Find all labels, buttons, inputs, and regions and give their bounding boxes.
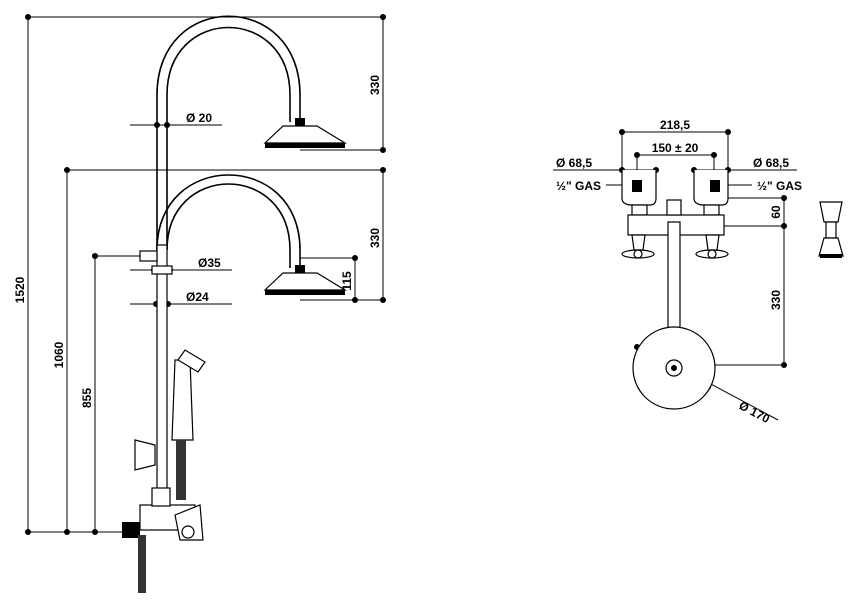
left-elevation-view: 1520 1060 855 330 330 115 Ø 20 Ø35 Ø24 — [13, 14, 386, 593]
lower-shower-head — [263, 265, 348, 295]
head-offset-label: 115 — [340, 271, 354, 291]
body-offset-label: 60 — [769, 205, 783, 219]
dimension-lines — [25, 14, 386, 535]
overall-width-label: 218,5 — [660, 118, 690, 132]
right-connection-label: ½" GAS — [757, 179, 802, 193]
left-connection-label: ½" GAS — [556, 179, 601, 193]
left-flange-diameter-label: Ø 68,5 — [556, 156, 592, 170]
pipe-length-label: 330 — [769, 290, 783, 310]
mid-height-label: 1060 — [52, 341, 66, 368]
right-flange-diameter-label: Ø 68,5 — [753, 156, 789, 170]
upper-arch-drop-label: 330 — [368, 75, 382, 95]
lower-pipe-diameter-label: Ø24 — [186, 290, 209, 304]
wall-flange — [632, 326, 716, 410]
upper-shower-head — [263, 118, 348, 148]
right-elevation-view: 218,5 150 ± 20 Ø 68,5 Ø 68,5 ½" GAS ½" G… — [553, 118, 844, 426]
wall-flange-diameter-label: Ø 170 — [737, 398, 773, 426]
shower-column — [139, 15, 301, 496]
handset-height-label: 855 — [80, 388, 94, 408]
total-height-label: 1520 — [13, 276, 27, 303]
upper-pipe-diameter-label: Ø 20 — [186, 111, 212, 125]
mixer-side-view — [818, 201, 844, 258]
center-distance-label: 150 ± 20 — [652, 141, 699, 155]
mixer-valve — [122, 487, 204, 593]
lower-arch-drop-label: 330 — [368, 228, 382, 248]
collar-diameter-label: Ø35 — [198, 256, 221, 270]
hand-shower — [134, 349, 206, 500]
